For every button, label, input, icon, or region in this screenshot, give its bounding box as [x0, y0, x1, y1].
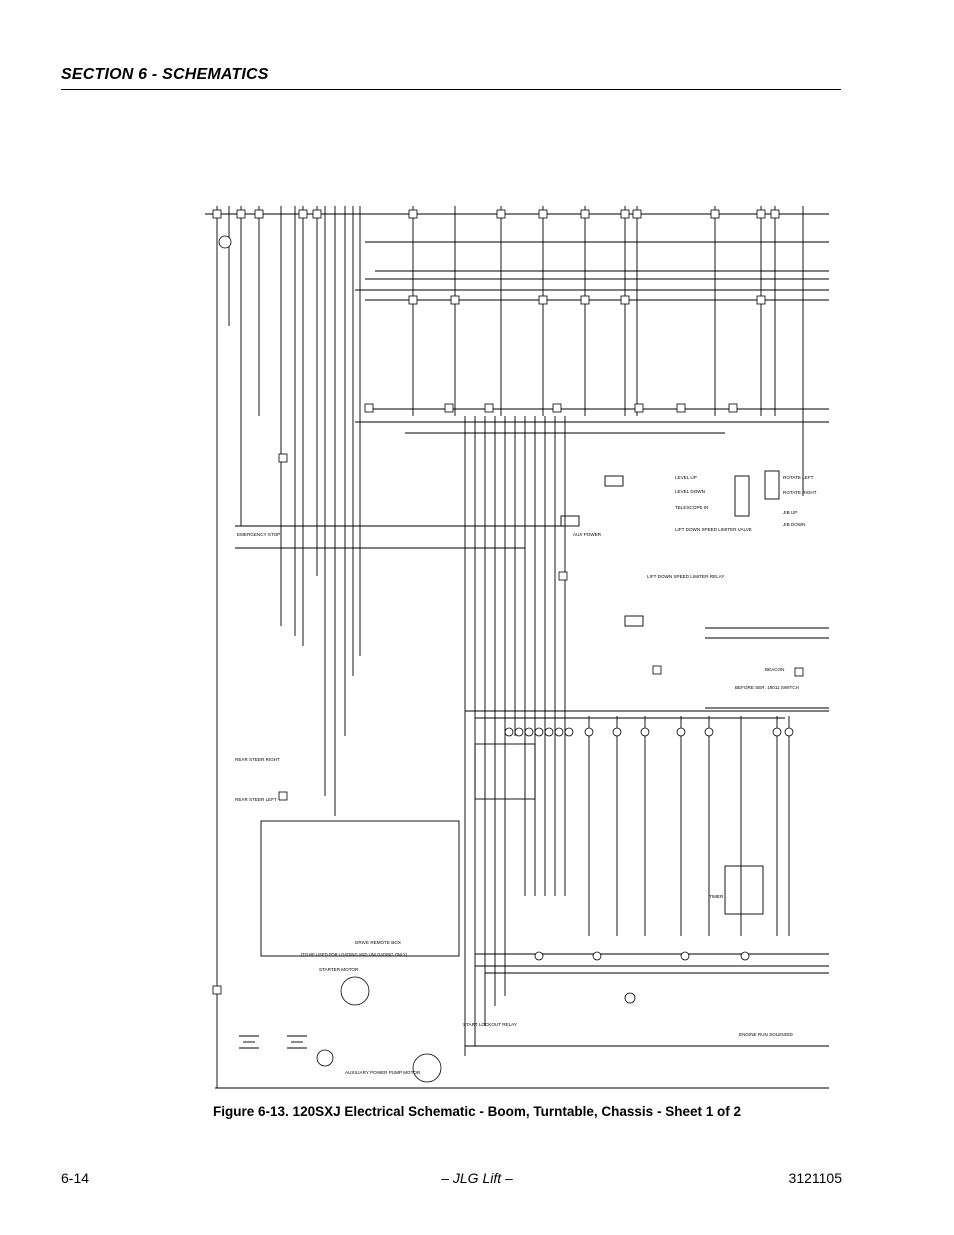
lift-down-speed-limiter-valve-label: LIFT DOWN SPEED LIMITER VALVE — [675, 527, 752, 532]
jib-up-label: JIB UP — [783, 510, 797, 515]
figure-caption: Figure 6-13. 120SXJ Electrical Schematic… — [213, 1104, 741, 1119]
lift-down-speed-limiter-relay-label: LIFT DOWN SPEED LIMITER RELAY — [647, 574, 724, 579]
header-rule — [61, 89, 841, 90]
section-title: SECTION 6 - SCHEMATICS — [61, 66, 269, 83]
engine-run-solenoid-label: ENGINE RUN SOLENOID — [739, 1032, 794, 1037]
document-number: 3121105 — [788, 1170, 842, 1186]
starter-motor-label: STARTER MOTOR — [319, 967, 359, 972]
rotate-left-label: ROTATE LEFT — [783, 475, 814, 480]
rotate-right-label: ROTATE RIGHT — [783, 490, 817, 495]
drive-remote-box-note: (TO BE USED FOR LOADING AND UNLOADING ON… — [301, 952, 408, 957]
electrical-schematic: EMERGENCY STOP AUX POWER LEVEL UP LEVEL … — [205, 176, 829, 1096]
footer-center-text: – JLG Lift – — [441, 1170, 513, 1186]
rear-steer-left-label: REAR STEER LEFT — [235, 797, 277, 802]
beacon-label: BEACON — [765, 667, 784, 672]
timer-label: TIMER — [709, 894, 724, 899]
drive-remote-box-label: DRIVE REMOTE BOX — [355, 940, 401, 945]
page-number: 6-14 — [61, 1170, 90, 1186]
emergency-stop-label: EMERGENCY STOP — [237, 532, 280, 537]
start-lockout-relay-label: START LOCKOUT RELAY — [463, 1022, 517, 1027]
rear-steer-right-label: REAR STEER RIGHT — [235, 757, 280, 762]
before-serial-switch-label: BEFORE SER. 19011 SWITCH — [735, 685, 799, 690]
aux-power-label: AUX POWER — [573, 532, 602, 537]
level-down-label: LEVEL DOWN — [675, 489, 705, 494]
jib-down-label: JIB DOWN — [783, 522, 805, 527]
telescope-in-label: TELESCOPE IN — [675, 505, 708, 510]
level-up-label: LEVEL UP — [675, 475, 697, 480]
aux-pump-motor-label: AUXILIARY POWER PUMP MOTOR — [345, 1070, 421, 1075]
